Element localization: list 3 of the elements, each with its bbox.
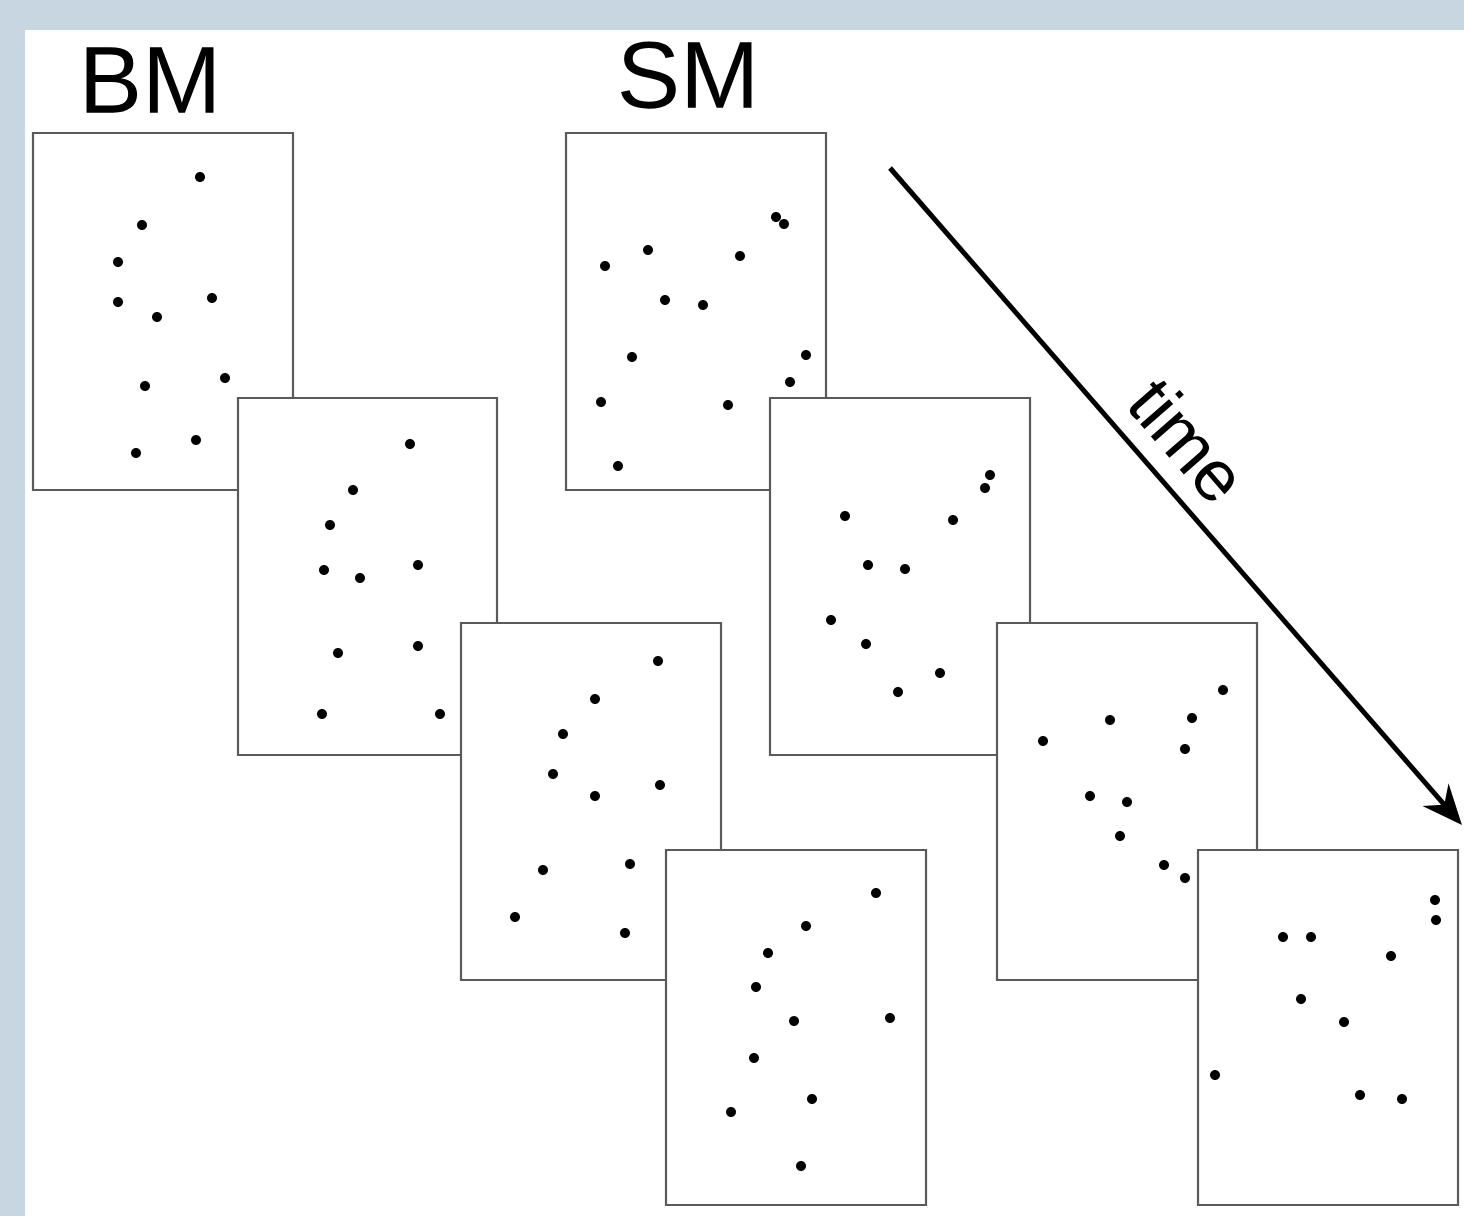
heading-label: BM bbox=[86, 47, 214, 113]
heading-label: time bbox=[1129, 380, 1234, 501]
heading-label: SM bbox=[621, 41, 752, 109]
